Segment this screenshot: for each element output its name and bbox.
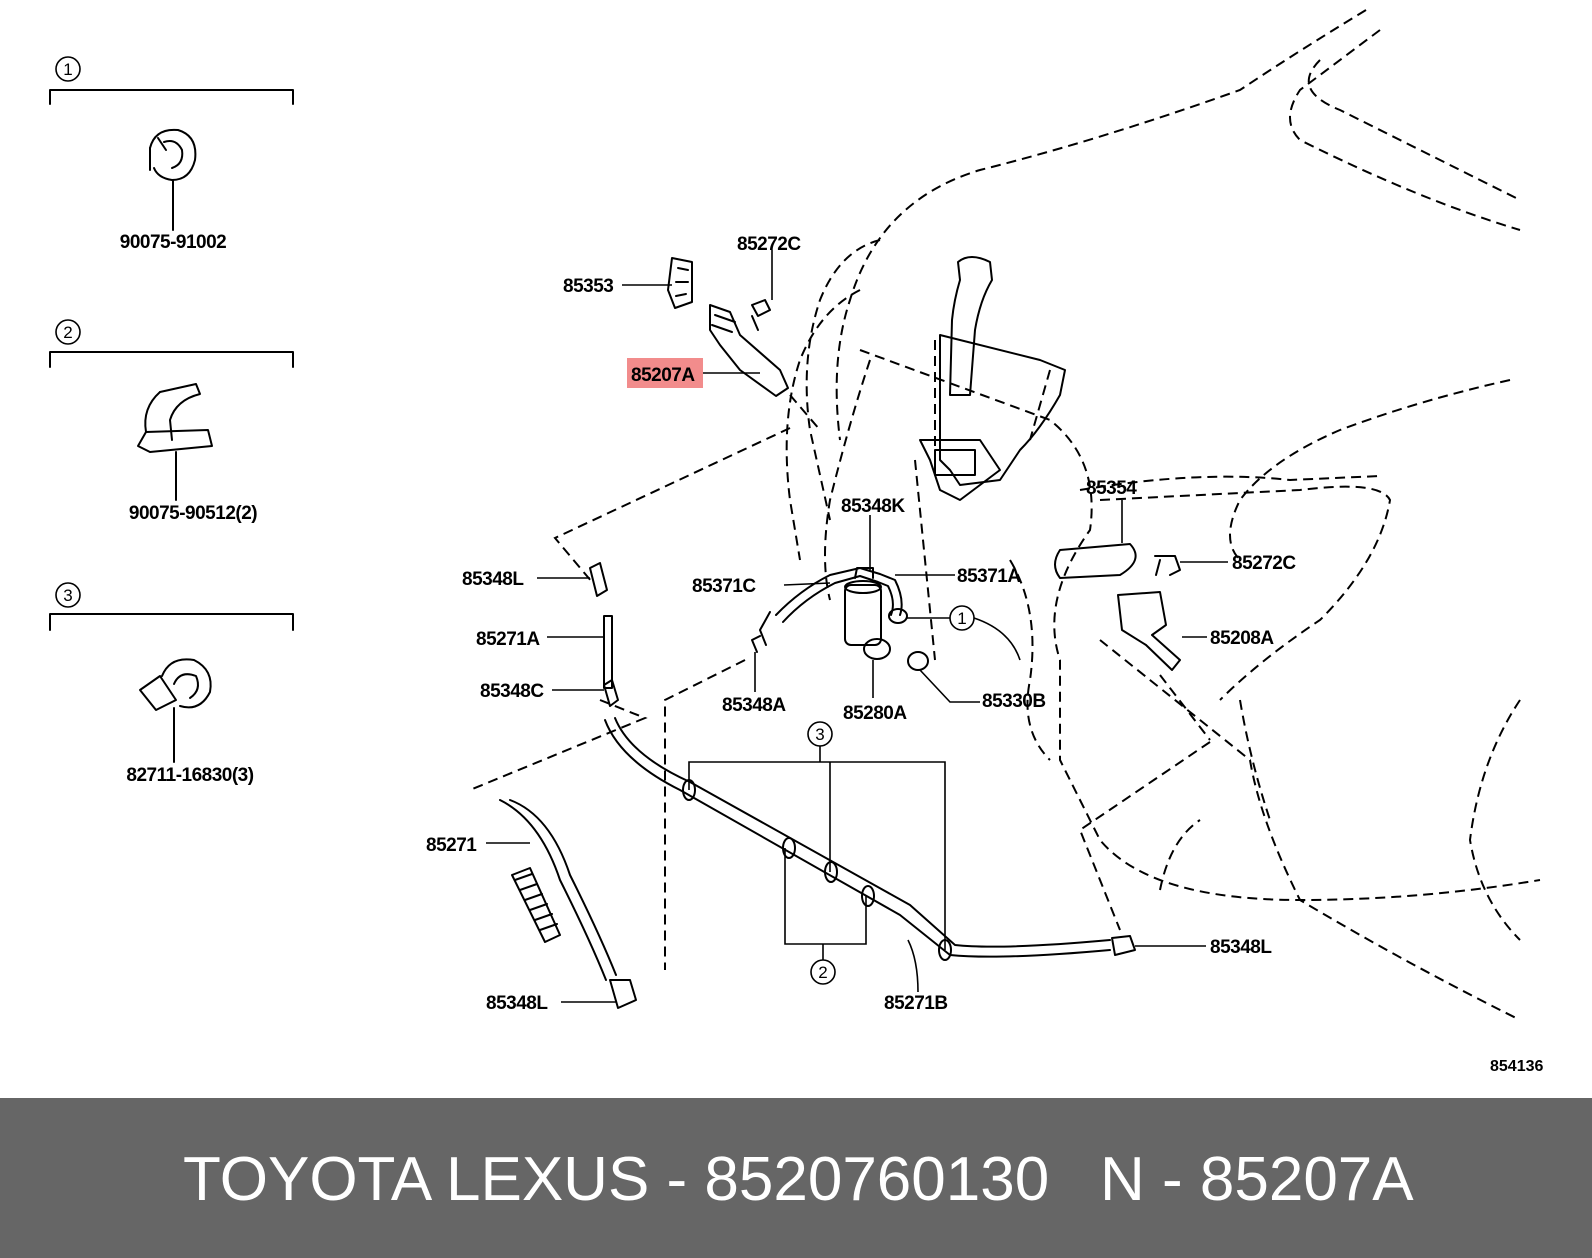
joint-85348l-bottom[interactable] [609,979,637,1009]
bracket-clip-icon-90075-90512 [137,383,213,501]
hose-clamp-icon-82711-16830 [139,658,212,763]
part-label-85271[interactable]: 85271 [426,835,478,856]
headlamp-cleaner-left [667,257,821,431]
footer-diagram-reference: N - 85207A [1100,1145,1414,1214]
callout-2-label: 2 [63,323,72,342]
clip-icon-90075-91002 [149,128,197,231]
pump-grommet[interactable] [863,638,891,660]
part-labels: 85353 85272C 85207A 85348K 85354 85348L … [426,234,1543,1075]
hose-85271[interactable] [511,867,561,943]
washer-pump-85280a[interactable] [844,584,882,646]
clip-85272c-right[interactable] [1154,555,1181,576]
callout-brackets: 3 2 1 [688,605,1021,985]
part-label-85348a[interactable]: 85348A [722,695,787,716]
headlamp-cleaner-right [1054,543,1211,741]
joint-85348l-left[interactable] [589,562,608,597]
callout-1-label: 1 [63,60,72,79]
part-number-footer: TOYOTA LEXUS - 8520760130 N - 85207A [0,1098,1592,1258]
part-label-85348l-bottom[interactable]: 85348L [486,993,549,1014]
part-label-85348k[interactable]: 85348K [841,496,906,517]
assembly-guide-lines [469,427,1211,970]
footer-brand-part-number: TOYOTA LEXUS - 8520760130 [183,1145,1050,1214]
callout-2-marker: 2 [818,963,827,982]
part-label-85280a[interactable]: 85280A [843,703,908,724]
cap-85354[interactable] [1054,543,1137,579]
part-label-85330b[interactable]: 85330B [982,691,1046,712]
joint-85348l-right[interactable] [1111,935,1136,956]
part-label-85271b[interactable]: 85271B [884,993,948,1014]
hose-85271a[interactable] [603,615,613,689]
part-label-85371a[interactable]: 85371A [957,566,1022,587]
inset-panel-2: 2 90075-90512(2) [49,319,294,524]
part-label-85208a[interactable]: 85208A [1210,628,1275,649]
inset-panel-3: 3 82711-16830(3) [49,582,294,786]
joint-85348c[interactable] [603,679,619,707]
part-label-85272c-top[interactable]: 85272C [737,234,802,255]
part-label-90075-91002[interactable]: 90075-91002 [120,232,227,253]
callout-3-marker: 3 [815,725,824,744]
part-label-90075-90512[interactable]: 90075-90512(2) [129,503,258,524]
nozzle-85208a[interactable] [1117,591,1181,671]
callout-1-marker: 1 [957,609,966,628]
nozzle-85207a[interactable] [709,304,789,397]
part-label-82711-16830[interactable]: 82711-16830(3) [126,765,254,786]
part-label-85207a[interactable]: 85207A [631,365,696,386]
hoses [499,562,1136,1009]
part-label-85348l-right[interactable]: 85348L [1210,937,1273,958]
drawing-code: 854136 [1490,1058,1543,1075]
washer-tank [919,256,1066,501]
part-label-85348l-left[interactable]: 85348L [462,569,525,590]
part-label-85371c[interactable]: 85371C [692,576,757,597]
grommet-85330b[interactable] [907,651,929,671]
exploded-parts-diagram: 1 90075-91002 2 90075-90512(2) [49,9,1543,1075]
washer-pump-assembly [751,567,929,671]
part-label-85271a[interactable]: 85271A [476,629,541,650]
inset-panel-1: 1 90075-91002 [49,56,294,253]
callout-3-label: 3 [63,586,72,605]
part-label-85353[interactable]: 85353 [563,276,614,297]
leader-lines [486,250,1228,1003]
highlight-85207a [627,358,703,388]
part-label-85348c[interactable]: 85348C [480,681,545,702]
part-label-85354[interactable]: 85354 [1086,478,1138,499]
vehicle-body-outline [785,9,1541,1021]
part-label-85272c-right[interactable]: 85272C [1232,553,1297,574]
clip-85272c-top[interactable] [751,299,771,331]
